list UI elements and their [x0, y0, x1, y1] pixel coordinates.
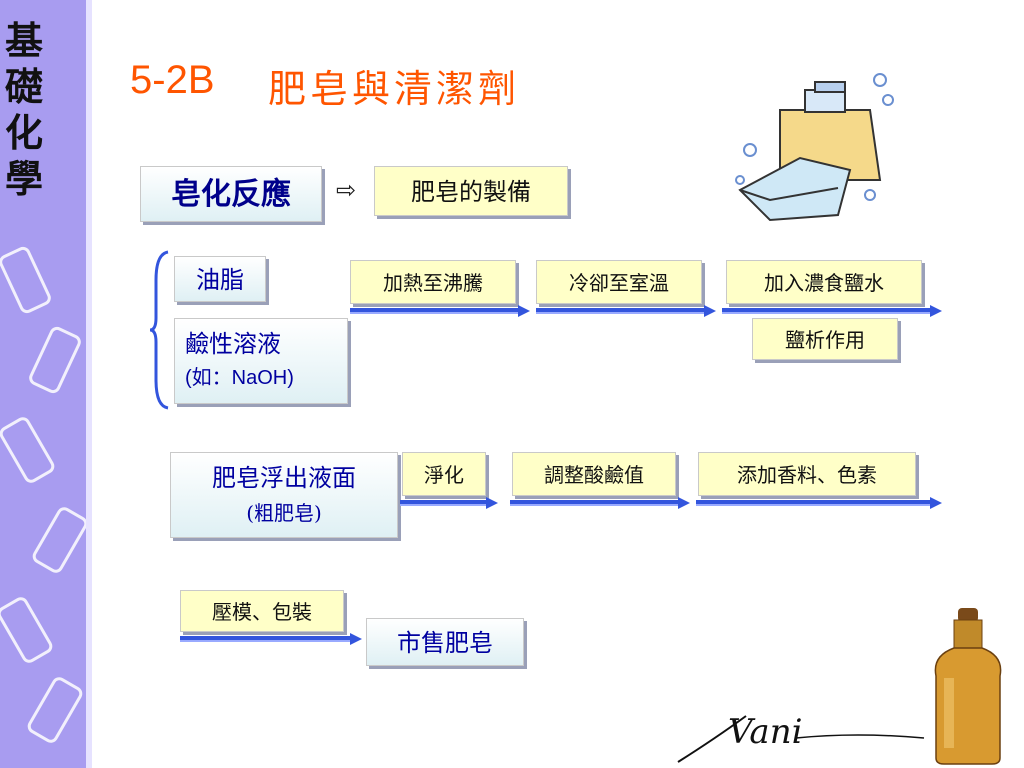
crude-line-2: (粗肥皂) — [246, 501, 322, 525]
step-molding-packaging: 壓模、包裝 — [180, 590, 344, 632]
soap-preparation-label: 肥皂的製備 — [374, 166, 568, 216]
crude-line-1: 肥皂浮出液面 — [212, 464, 356, 492]
step-heat-to-boil: 加熱至沸騰 — [350, 260, 516, 304]
arrow-step-4 — [400, 497, 498, 509]
step-adjust-ph: 調整酸鹼值 — [512, 452, 676, 496]
left-decorative-bar: 基礎化學 — [0, 0, 92, 768]
alkali-solution-box: 鹼性溶液 (如：NaOH) — [174, 318, 348, 404]
arrow-step-5 — [510, 497, 690, 509]
arrow-right-icon: ⇨ — [336, 176, 357, 204]
arrow-step-1 — [350, 305, 530, 317]
bottle-pattern — [0, 246, 88, 743]
page-title: 肥皂與清潔劑 — [268, 67, 521, 111]
step-cool-to-room-temp: 冷卻至室溫 — [536, 260, 702, 304]
saponification-heading: 皂化反應 — [140, 166, 322, 222]
arrow-step-6 — [696, 497, 942, 509]
arrow-step-2 — [536, 305, 716, 317]
signature: Vani — [728, 712, 803, 752]
soap-bottle-illustration — [735, 73, 894, 222]
alkali-line-2: (如：NaOH) — [185, 367, 294, 389]
arrow-step-3 — [722, 305, 942, 317]
brace-icon — [149, 250, 169, 410]
commercial-soap-box: 市售肥皂 — [366, 618, 524, 666]
salting-out-label: 鹽析作用 — [752, 318, 898, 360]
sidebar-title: 基礎化學 — [4, 19, 43, 201]
signature-swoosh — [677, 715, 925, 763]
oil-label: 油脂 — [174, 256, 266, 302]
alkali-line-1: 鹼性溶液 — [185, 330, 281, 358]
arrow-step-7 — [180, 633, 362, 645]
step-add-brine: 加入濃食鹽水 — [726, 260, 922, 304]
step-add-fragrance-color: 添加香料、色素 — [698, 452, 916, 496]
step-purify: 淨化 — [402, 452, 486, 496]
chapter-number: 5-2B — [130, 58, 215, 102]
amber-bottle-illustration — [934, 608, 1002, 765]
crude-soap-box: 肥皂浮出液面 (粗肥皂) — [170, 452, 398, 538]
